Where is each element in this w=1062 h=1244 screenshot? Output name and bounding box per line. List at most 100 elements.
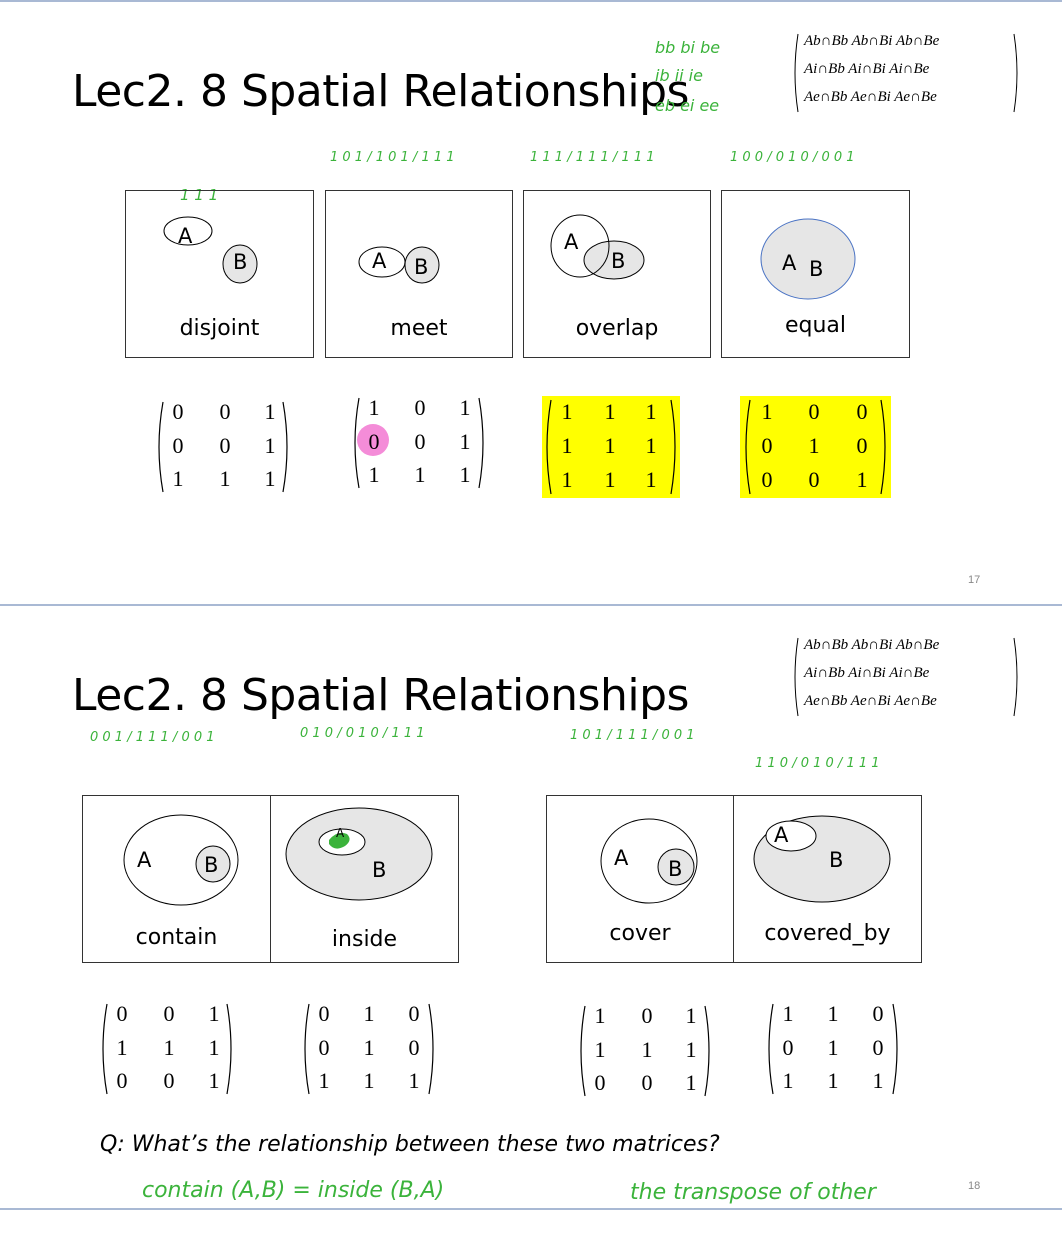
- reference-row-2: Ai∩Bb Ai∩Bi Ai∩Be: [804, 61, 930, 77]
- panel-contain: A B contain: [82, 795, 271, 963]
- handwritten-notes-inside: 0 1 0 / 0 1 0 / 1 1 1: [300, 726, 425, 741]
- matrix-cover: 1 0 1 1 1 1 0 0 1: [576, 1002, 714, 1100]
- handwritten-notes-covered-by: 1 1 0 / 0 1 0 / 1 1 1: [755, 756, 880, 771]
- matrix-cell: 0: [782, 1035, 794, 1060]
- handwritten-answer-left: contain (A,B) = inside (B,A): [142, 1178, 445, 1203]
- matrix-overlap: 1 1 1 1 1 1 1 1 1: [542, 396, 680, 498]
- matrix-cell: 1: [208, 1068, 220, 1093]
- bottom-border: [0, 1208, 1062, 1210]
- label-a: A: [178, 224, 193, 248]
- matrix-cell: 1: [604, 399, 616, 424]
- matrix-cell: 1: [604, 467, 616, 492]
- matrix-contain: 0 0 1 1 1 1 0 0 1: [98, 1000, 236, 1098]
- matrix-cell: 0: [414, 395, 426, 420]
- matrix-cell: 0: [219, 399, 231, 424]
- caption-contain: contain: [135, 925, 218, 950]
- matrix-cell: 1: [318, 1068, 330, 1093]
- matrix-cell: 1: [685, 1070, 697, 1095]
- matrix-cell: 0: [872, 1001, 884, 1026]
- matrix-cell: 0: [594, 1070, 606, 1095]
- matrix-cell: 1: [459, 429, 471, 454]
- matrix-cell: 1: [561, 433, 573, 458]
- label-b: B: [829, 848, 844, 872]
- matrix-cell: 0: [641, 1070, 653, 1095]
- label-b: B: [204, 853, 219, 877]
- reference-row-3: Ae∩Bb Ae∩Bi Ae∩Be: [804, 693, 937, 709]
- reference-row-1: Ab∩Bb Ab∩Bi Ab∩Be: [804, 33, 940, 49]
- matrix-cell: 0: [408, 1001, 420, 1026]
- handwritten-annotation-row-2: ib ii ie: [655, 66, 703, 85]
- matrix-cell: 0: [872, 1035, 884, 1060]
- matrix-cell: 1: [163, 1035, 175, 1060]
- matrix-cell: 1: [761, 399, 773, 424]
- matrix-cell: 1: [594, 1037, 606, 1062]
- page-number: 18: [968, 1180, 981, 1192]
- matrix-cell: 1: [685, 1003, 697, 1028]
- handwritten-notes-overlap: 1 1 1 / 1 1 1 / 1 1 1: [530, 150, 655, 165]
- matrix-cell: 1: [856, 467, 868, 492]
- matrix-cell: 1: [561, 467, 573, 492]
- matrix-cell: 0: [856, 399, 868, 424]
- matrix-cell: 1: [604, 433, 616, 458]
- matrix-cell: 1: [219, 466, 231, 491]
- handwritten-notes-cover: 1 0 1 / 1 1 1 / 0 0 1: [570, 728, 695, 743]
- panel-covered-by: A B covered_by: [733, 795, 922, 963]
- panel-disjoint: A B disjoint: [125, 190, 314, 358]
- matrix-cell: 0: [172, 433, 184, 458]
- caption-inside: inside: [331, 927, 398, 952]
- matrix-cell: 1: [459, 395, 471, 420]
- matrix-cell: 0: [318, 1001, 330, 1026]
- slide-separator: [0, 604, 1062, 606]
- slide-17: Lec2. 8 Spatial Relationships 17 Ab∩Bb A…: [0, 0, 1062, 604]
- matrix-cell: 0: [856, 433, 868, 458]
- matrix-cell: 1: [594, 1003, 606, 1028]
- matrix-cell: 0: [761, 433, 773, 458]
- question-text: Q: What’s the relationship between these…: [100, 1132, 720, 1157]
- handwritten-notes-contain: 0 0 1 / 1 1 1 / 0 0 1: [90, 730, 215, 745]
- matrix-cell: 1: [264, 433, 276, 458]
- matrix-cell: 1: [645, 467, 657, 492]
- intersection-reference-matrix: Ab∩Bb Ab∩Bi Ab∩Be Ai∩Bb Ai∩Bi Ai∩Be Ae∩B…: [790, 30, 1022, 116]
- matrix-cell: 0: [219, 433, 231, 458]
- matrix-inside: 0 1 0 0 1 0 1 1 1: [300, 1000, 438, 1098]
- matrix-covered-by: 1 1 0 0 1 0 1 1 1: [764, 1000, 902, 1098]
- handwritten-annotation-row-1: bb bi be: [655, 38, 721, 57]
- matrix-cell: 1: [645, 433, 657, 458]
- slide-18: Lec2. 8 Spatial Relationships 18 Ab∩Bb A…: [0, 604, 1062, 1208]
- label-a: A: [336, 826, 345, 840]
- caption-disjoint: disjoint: [179, 316, 260, 341]
- matrix-cell: 1: [645, 399, 657, 424]
- label-b: B: [668, 857, 683, 881]
- matrix-cell: 1: [363, 1035, 375, 1060]
- label-b: B: [372, 858, 387, 882]
- label-a: A: [372, 249, 387, 273]
- matrix-cell: 0: [163, 1068, 175, 1093]
- matrix-cell: 0: [163, 1001, 175, 1026]
- matrix-cell: 0: [116, 1001, 128, 1026]
- label-a: A: [614, 846, 629, 870]
- slide-title: Lec2. 8 Spatial Relationships: [72, 670, 689, 721]
- matrix-cell: 1: [264, 466, 276, 491]
- top-border: [0, 0, 1062, 2]
- matrix-cell: 1: [827, 1001, 839, 1026]
- intersection-reference-matrix: Ab∩Bb Ab∩Bi Ab∩Be Ai∩Bb Ai∩Bi Ai∩Be Ae∩B…: [790, 634, 1022, 720]
- label-a: A: [564, 230, 579, 254]
- matrix-cell: 1: [116, 1035, 128, 1060]
- panel-inside: A B inside: [270, 795, 459, 963]
- label-a: A: [774, 823, 789, 847]
- matrix-cell: 1: [264, 399, 276, 424]
- matrix-cell: 1: [208, 1001, 220, 1026]
- matrix-cell: 1: [363, 1001, 375, 1026]
- panel-equal: A B equal: [721, 190, 910, 358]
- handwritten-notes-meet: 1 0 1 / 1 0 1 / 1 1 1: [330, 150, 455, 165]
- matrix-cell: 1: [363, 1068, 375, 1093]
- panel-overlap: A B overlap: [523, 190, 711, 358]
- matrix-cell: 0: [641, 1003, 653, 1028]
- matrix-cell: 0: [414, 429, 426, 454]
- caption-overlap: overlap: [575, 316, 659, 341]
- matrix-equal: 1 0 0 0 1 0 0 0 1: [740, 396, 891, 498]
- handwritten-answer-right: the transpose of other: [630, 1180, 876, 1205]
- handwritten-annotation-row-3: eb ei ee: [655, 96, 720, 115]
- slide-title: Lec2. 8 Spatial Relationships: [72, 66, 689, 117]
- matrix-cell: 0: [172, 399, 184, 424]
